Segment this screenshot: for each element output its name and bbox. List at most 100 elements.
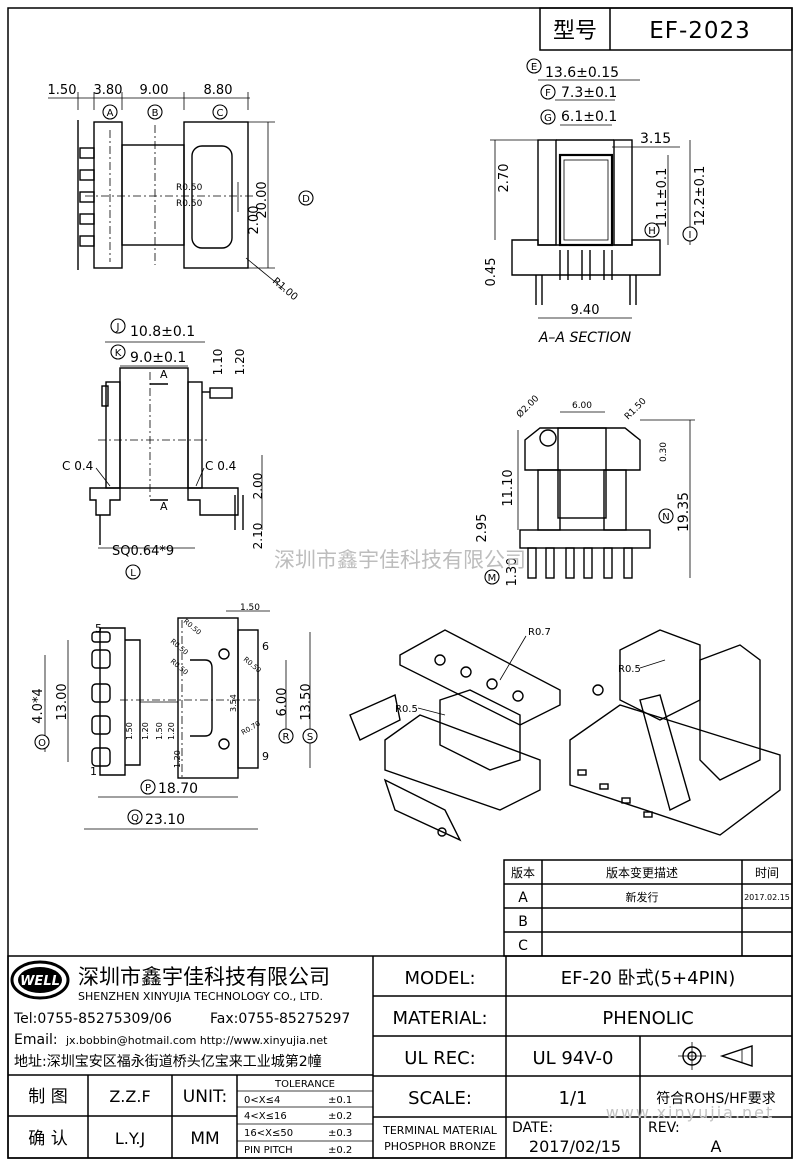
sec-marker-f: F [545, 88, 551, 99]
tolerance-table: TOLERANCE 0<X≤4 ±0.1 4<X≤16 ±0.2 16<X≤50… [237, 1079, 373, 1156]
sec-dim-270: 2.70 [497, 164, 512, 193]
watermark-center: 深圳市鑫宇佳科技有限公司 [274, 548, 526, 572]
rev-header-1: 版本变更描述 [606, 865, 678, 880]
side-dim-r150: R1.50 [623, 396, 649, 422]
side-marker-n: N [662, 512, 669, 523]
iso-dim-r05a: R0.5 [395, 704, 418, 715]
sec-dim-045: 0.45 [484, 258, 499, 287]
bot-dim-r050a: R0.50 [182, 617, 203, 636]
unit-value: MM [190, 1129, 219, 1149]
projection-symbol-icon [678, 1042, 753, 1070]
company-logo: WELL [10, 960, 70, 1000]
rev-row-0-desc: 新发行 [626, 890, 659, 904]
sec-dim-940: 9.40 [571, 303, 600, 318]
material-value: PHENOLIC [602, 1008, 693, 1029]
sec-dim-315: 3.15 [640, 131, 671, 147]
tol-value-3: ±0.2 [328, 1145, 352, 1156]
bot-marker-p: P [145, 783, 151, 794]
checked-label: 确 认 [28, 1129, 67, 1149]
tol-value-2: ±0.3 [328, 1128, 352, 1139]
top-marker-a: A [107, 108, 114, 119]
iso-dim-r07: R0.7 [528, 627, 551, 638]
top-dim-20: 20.00 [255, 181, 270, 218]
rev-value: A [711, 1137, 722, 1156]
company-name-en: SHENZHEN XINYUJIA TECHNOLOGY CO., LTD. [78, 990, 323, 1003]
front-section-a-bot: A [160, 500, 168, 513]
bot-dim-r050d: R0.50 [242, 655, 263, 674]
bot-pin-5: 5 [95, 622, 102, 635]
section-caption: A–A SECTION [538, 330, 632, 346]
bot-dim-r050b: R0.50 [169, 637, 190, 656]
front-marker-j: J [116, 322, 120, 333]
header-model-label: 型号 [553, 19, 597, 44]
bot-dim-120c: 1.20 [173, 750, 182, 768]
top-dim-r050b: R0.50 [176, 199, 203, 209]
scale-label: SCALE: [408, 1088, 472, 1109]
bot-dim-1870: 18.70 [158, 781, 198, 797]
view-top: 1.50 3.80 9.00 8.80 A B C R0.50 R0.50 20… [48, 83, 314, 303]
side-dim-d200: Ø2.00 [514, 393, 541, 420]
rohs-note: 符合ROHS/HF要求 [656, 1091, 775, 1107]
bot-marker-s: S [307, 732, 313, 743]
view-front: J 10.8±0.1 K 9.0±0.1 1.10 1.20 A A C 0.4… [62, 318, 265, 580]
sec-dim-61: 6.1±0.1 [561, 109, 617, 125]
front-chamfer-left: C 0.4 [62, 459, 93, 473]
top-dim-2: 9.00 [140, 83, 169, 98]
bot-dim-1300: 13.00 [55, 683, 70, 720]
company-name-cn: 深圳市鑫宇佳科技有限公司 [78, 965, 330, 989]
front-marker-l: L [130, 568, 136, 579]
front-dim-120: 1.20 [233, 349, 247, 376]
front-dim-108: 10.8±0.1 [130, 324, 195, 340]
view-iso: R0.7 R0.5 R0.5 [349, 627, 781, 842]
front-dim-90: 9.0±0.1 [130, 350, 186, 366]
rev-row-2-rev: C [518, 938, 528, 954]
top-marker-b: B [152, 108, 159, 119]
model-label: MODEL: [404, 968, 475, 989]
front-marker-k: K [115, 348, 122, 359]
bot-marker-q: Q [131, 813, 139, 824]
sec-marker-h: H [648, 226, 656, 237]
bot-pin-9: 9 [262, 750, 269, 763]
date-label: DATE: [512, 1120, 553, 1136]
tol-value-0: ±0.1 [328, 1095, 352, 1106]
side-dim-1935: 19.35 [676, 492, 692, 532]
iso-dim-r05b: R0.5 [618, 664, 641, 675]
bot-dim-600: 6.00 [275, 688, 290, 717]
tolerance-title: TOLERANCE [274, 1079, 335, 1090]
checked-value: L.Y.J [115, 1129, 145, 1148]
top-marker-d: D [302, 194, 310, 205]
company-address: 地址:深圳宝安区福永街道桥头亿宝来工业城第2幢 [14, 1053, 322, 1070]
bot-pin-1: 1 [90, 765, 97, 778]
side-dim-1110: 11.10 [501, 469, 516, 506]
sec-dim-73: 7.3±0.1 [561, 85, 617, 101]
top-dim-3: 8.80 [204, 83, 233, 98]
bot-dim-120a: 1.20 [141, 722, 150, 740]
tol-range-0: 0<X≤4 [244, 1095, 280, 1106]
front-section-a-top: A [160, 368, 168, 381]
date-value: 2017/02/15 [529, 1137, 621, 1156]
front-dim-210: 2.10 [251, 523, 265, 550]
tol-range-3: PIN PITCH [244, 1145, 293, 1156]
tol-value-1: ±0.2 [328, 1111, 352, 1122]
bot-dim-r050c: R0.50 [169, 657, 190, 676]
rev-header-2: 时间 [755, 866, 779, 880]
terminal-line-2: PHOSPHOR BRONZE [384, 1140, 496, 1153]
watermark-corner: www.xinyujia.net [606, 1103, 775, 1122]
bot-dim-2310: 23.10 [145, 812, 185, 828]
sec-marker-g: G [544, 113, 552, 124]
bot-dim-120b: 1.20 [167, 722, 176, 740]
unit-label: UNIT: [183, 1087, 227, 1107]
side-dim-030: 0.30 [659, 442, 669, 462]
top-dim-0: 1.50 [48, 83, 77, 98]
company-email-label: Email: [14, 1032, 58, 1048]
ulrec-label: UL REC: [404, 1048, 475, 1069]
bot-dim-150b: 1.50 [125, 722, 134, 740]
rev-row-0-rev: A [518, 890, 528, 906]
bot-dim-354: 3.54 [229, 694, 238, 712]
terminal-line-1: TERMINAL MATERIAL [382, 1124, 498, 1137]
tol-range-1: 4<X≤16 [244, 1111, 287, 1122]
model-value: EF-20 卧式(5+4PIN) [561, 968, 736, 989]
bot-dim-150a: 1.50 [240, 603, 260, 613]
